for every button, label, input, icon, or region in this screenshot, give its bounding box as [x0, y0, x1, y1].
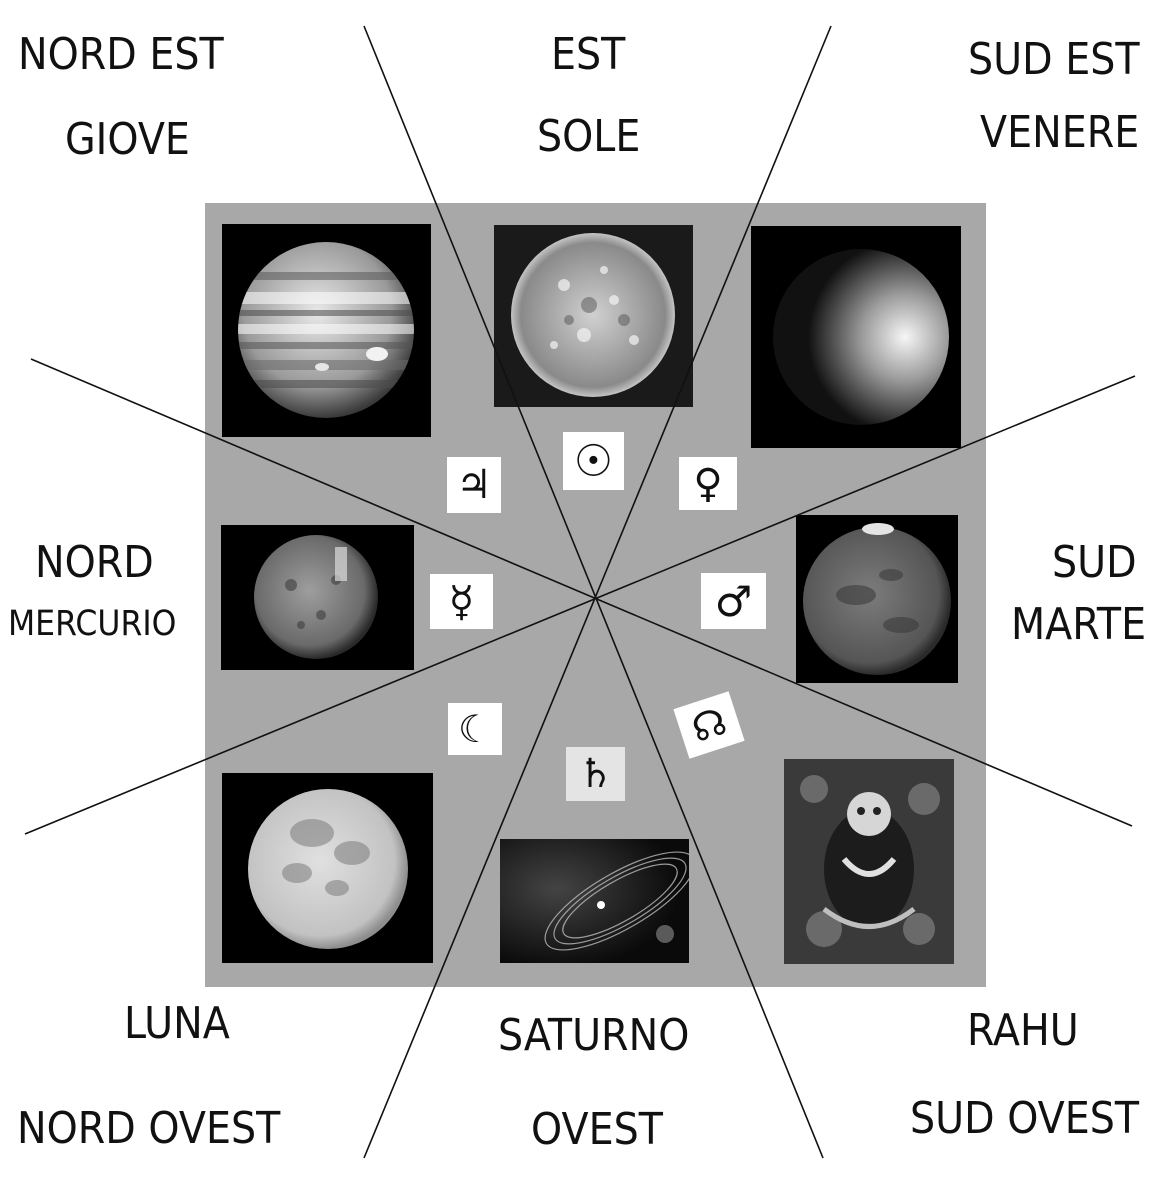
moon-symbol-icon: ☾ [448, 703, 502, 755]
saturn-symbol-glyph: ♄ [577, 751, 614, 797]
label-south-east: SUD EST [968, 34, 1140, 85]
label-moon: LUNA [124, 998, 230, 1049]
label-south-west: SUD OVEST [910, 1093, 1140, 1144]
jupiter-symbol-icon: ♃ [447, 457, 501, 513]
label-east: EST [551, 29, 626, 80]
moon-image [222, 773, 433, 963]
mercury-symbol-glyph: ☿ [448, 577, 475, 626]
mars-symbol-icon: ♂ [701, 573, 766, 629]
sun-image [494, 225, 693, 407]
mercury-image [221, 525, 414, 670]
label-mars: MARTE [1011, 599, 1147, 650]
mercury-symbol-icon: ☿ [430, 574, 493, 629]
rahu-symbol-glyph: ☊ [686, 698, 732, 752]
mars-symbol-glyph: ♂ [714, 576, 753, 626]
label-north: NORD [35, 537, 154, 588]
moon-symbol-glyph: ☾ [457, 707, 493, 751]
jupiter-symbol-glyph: ♃ [456, 462, 492, 508]
label-mercury: MERCURIO [8, 604, 177, 644]
sun-symbol-icon: ☉ [563, 432, 624, 490]
venus-symbol-glyph: ♀ [693, 460, 723, 507]
jupiter-image [222, 224, 431, 437]
label-west: OVEST [531, 1104, 663, 1155]
saturn-symbol-icon: ♄ [566, 747, 625, 801]
venus-symbol-icon: ♀ [679, 457, 737, 510]
label-north-east: NORD EST [18, 29, 224, 80]
mars-image [796, 515, 958, 683]
venus-image [751, 226, 961, 448]
label-jupiter: GIOVE [65, 114, 190, 165]
sun-symbol-glyph: ☉ [573, 435, 614, 487]
saturn-image [500, 839, 689, 963]
rahu-image [784, 759, 954, 964]
label-south: SUD [1052, 537, 1137, 588]
label-sun: SOLE [537, 111, 641, 162]
label-venus: VENERE [980, 107, 1140, 158]
label-north-west: NORD OVEST [17, 1103, 281, 1154]
label-saturn: SATURNO [498, 1010, 690, 1061]
label-rahu: RAHU [967, 1005, 1079, 1056]
